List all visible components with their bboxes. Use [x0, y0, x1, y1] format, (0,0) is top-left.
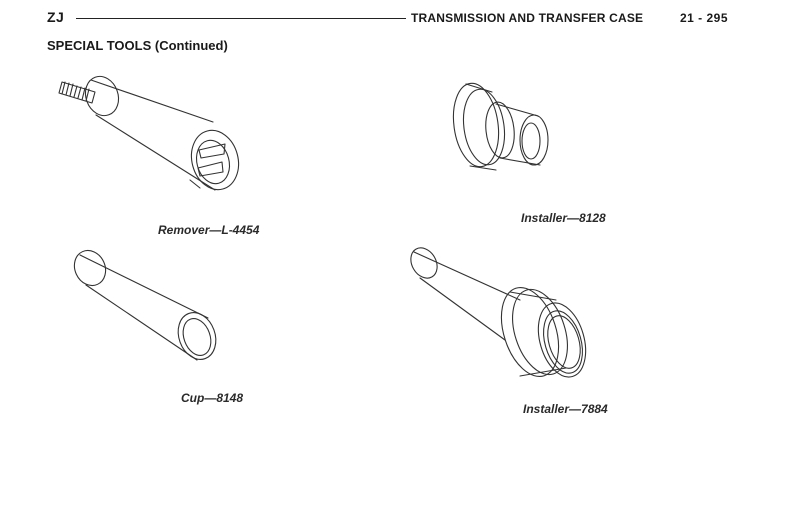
tool-caption-installer-7884: Installer—7884 [523, 402, 608, 416]
page-title: SPECIAL TOOLS (Continued) [47, 38, 228, 53]
installer-8128-body [452, 82, 549, 171]
section-heading: TRANSMISSION AND TRANSFER CASE [411, 11, 644, 25]
tool-caption-installer-8128: Installer—8128 [521, 211, 606, 225]
threaded-stud [58, 81, 96, 104]
installer-7884-body [410, 247, 587, 378]
tool-caption-remover-l-4454: Remover—L-4454 [158, 223, 260, 237]
manual-code: ZJ [47, 9, 65, 25]
remover-body [84, 75, 240, 191]
tool-caption-cup-8148: Cup—8148 [181, 391, 244, 405]
header-rule [76, 18, 406, 19]
page-number: 21 - 295 [680, 11, 729, 25]
cup-8148-body [73, 249, 217, 361]
